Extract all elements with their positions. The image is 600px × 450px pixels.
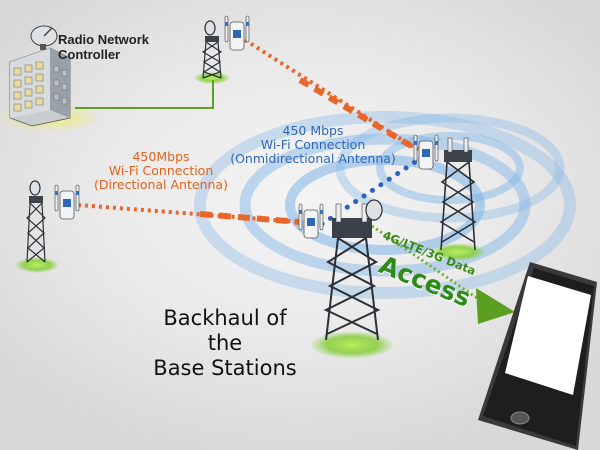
signal-rings (194, 111, 576, 299)
tower-top (201, 20, 223, 79)
controller-label-line1: Radio Network (58, 32, 150, 47)
smartphone (478, 262, 597, 450)
controller-label-line2: Controller (58, 46, 121, 62)
access-arrow (476, 288, 515, 324)
antenna-top (224, 15, 250, 51)
omni-link-label: 450 Mbps Wi-Fi Connection (Onmidirection… (228, 124, 398, 166)
ground-glow-right (430, 243, 486, 261)
ground-glow-left (15, 257, 59, 273)
antenna-left (54, 184, 80, 220)
directional-link-label: 450Mbps Wi-Fi Connection (Directional An… (86, 150, 236, 192)
directional-type: Wi-Fi Connection (108, 163, 214, 178)
directional-speed: 450Mbps (132, 149, 190, 164)
backhaul-label: Backhaul of the Base Stations (150, 306, 300, 382)
ground-glow-main (310, 331, 394, 359)
wired-link (75, 80, 214, 109)
access-link (371, 224, 481, 302)
tower-left (26, 180, 46, 263)
backhaul-line2: Base Stations (153, 356, 297, 381)
backhaul-line1: Backhaul of the (163, 306, 287, 356)
controller-building (9, 25, 71, 127)
directional-antenna: (Directional Antenna) (94, 177, 228, 192)
omni-antenna: (Onmidirectional Antenna) (230, 151, 396, 166)
directional-link-left-bold (199, 211, 301, 225)
tower-right (439, 137, 477, 251)
controller-label: Radio Network Controller (58, 32, 150, 62)
directional-link-top-bold (298, 77, 420, 153)
omni-speed: 450 Mbps (282, 123, 344, 138)
tower-main (323, 199, 383, 341)
directional-link-left (77, 203, 301, 224)
omni-type: Wi-Fi Connection (260, 137, 366, 152)
